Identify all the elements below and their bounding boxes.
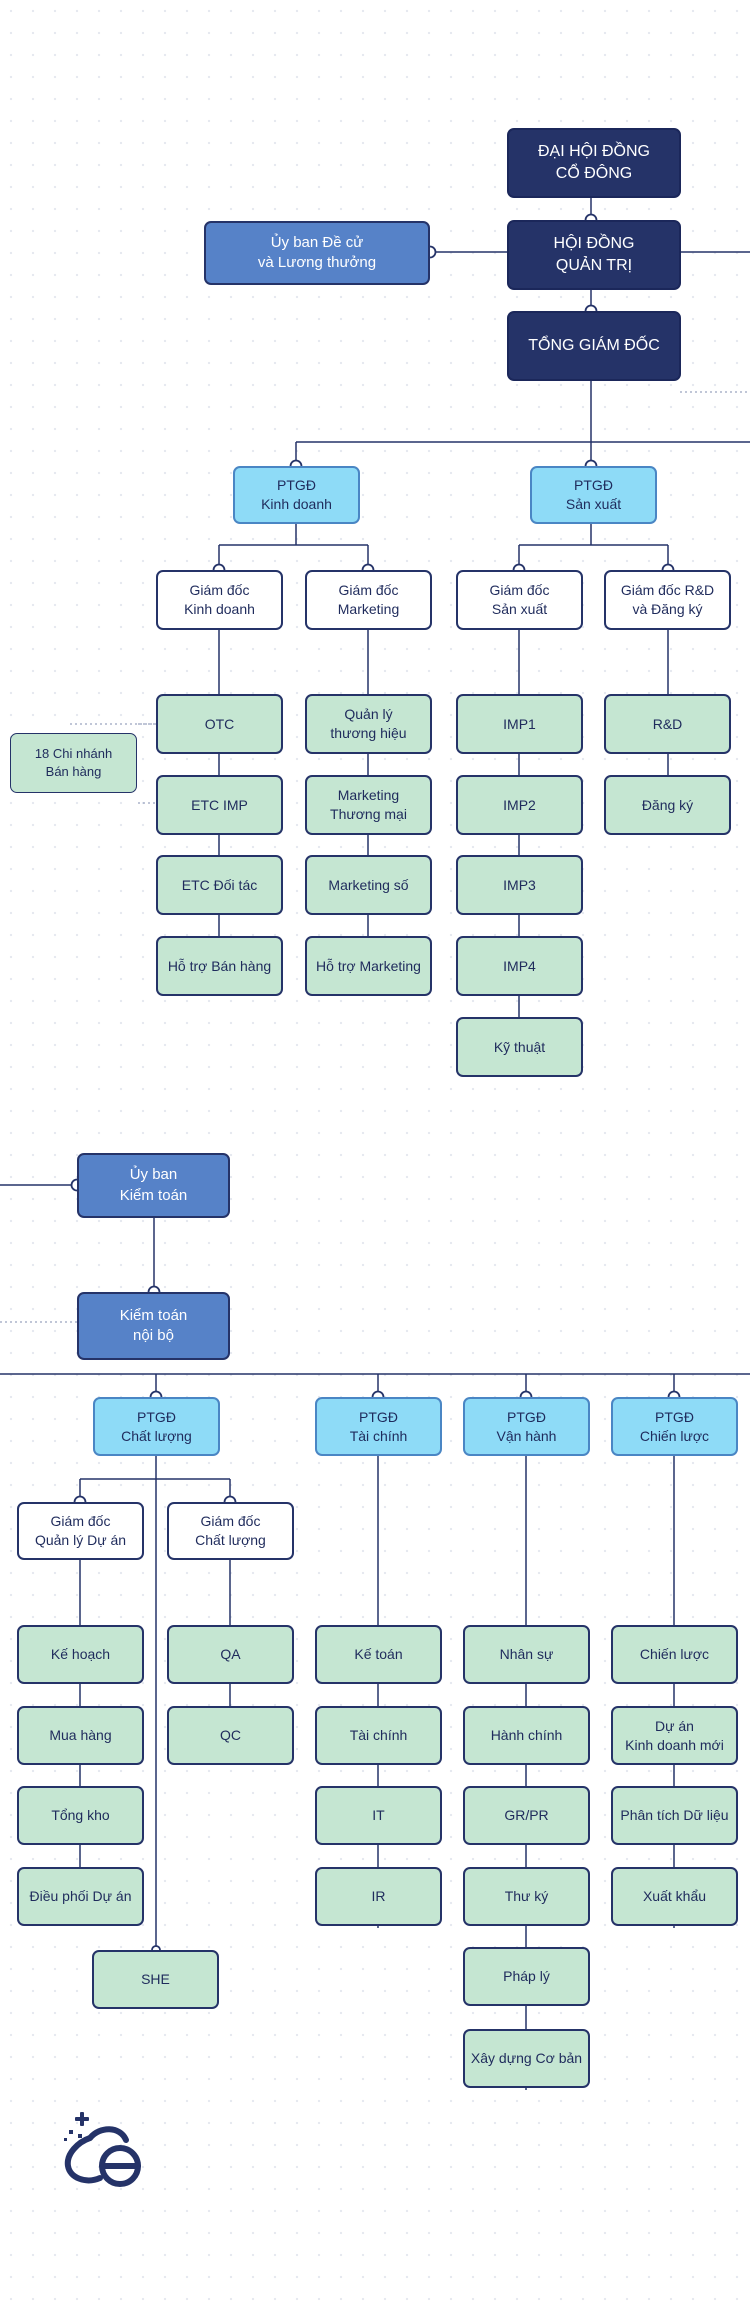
imp2-box: IMP2 [456,775,583,835]
ho-tro-marketing-box: Hỗ trợ Marketing [305,936,432,996]
tai-chinh-box: Tài chính [315,1706,442,1765]
dieu-phoi-du-an-box: Điều phối Dự án [17,1867,144,1926]
mua-hang-box: Mua hàng [17,1706,144,1765]
phap-ly-box: Pháp lý [463,1947,590,2006]
giam-doc-marketing-box: Giám đốc Marketing [305,570,432,630]
du-an-kinh-doanh-moi-box: Dự án Kinh doanh mới [611,1706,738,1765]
hoi-dong-quan-tri-box: HỘI ĐỒNG QUẢN TRỊ [507,220,681,290]
phan-tich-du-lieu-box: Phân tích Dữ liệu [611,1786,738,1845]
dang-ky-box: Đăng ký [604,775,731,835]
kiem-toan-noi-bo-box: Kiểm toán nội bộ [77,1292,230,1360]
ke-hoach-box: Kế hoạch [17,1625,144,1684]
rd-box: R&D [604,694,731,754]
imp4-box: IMP4 [456,936,583,996]
hanh-chinh-box: Hành chính [463,1706,590,1765]
imp3-box: IMP3 [456,855,583,915]
gr-pr-box: GR/PR [463,1786,590,1845]
ptgd-kinh-doanh-box: PTGĐ Kinh doanh [233,466,360,524]
imp1-box: IMP1 [456,694,583,754]
otc-box: OTC [156,694,283,754]
uy-ban-de-cu-box: Ủy ban Đề cử và Lương thưởng [204,221,430,285]
giam-doc-rd-box: Giám đốc R&D và Đăng ký [604,570,731,630]
she-box: SHE [92,1950,219,2009]
marketing-thuong-mai-box: Marketing Thương mại [305,775,432,835]
giam-doc-chat-luong-box: Giám đốc Chất lượng [167,1502,294,1560]
ke-toan-box: Kế toán [315,1625,442,1684]
xuat-khau-box: Xuất khẩu [611,1867,738,1926]
it-box: IT [315,1786,442,1845]
ptgd-van-hanh-box: PTGĐ Vận hành [463,1397,590,1456]
qc-box: QC [167,1706,294,1765]
capsule-logo-icon [64,2112,141,2187]
ptgd-chat-luong-box: PTGĐ Chất lượng [93,1397,220,1456]
nhan-su-box: Nhân sự [463,1625,590,1684]
ho-tro-ban-hang-box: Hỗ trợ Bán hàng [156,936,283,996]
etc-imp-box: ETC IMP [156,775,283,835]
giam-doc-san-xuat-box: Giám đốc Sản xuất [456,570,583,630]
xay-dung-co-ban-box: Xây dựng Cơ bản [463,2029,590,2088]
dai-hoi-dong-co-dong-box: ĐẠI HỘI ĐỒNG CỔ ĐÔNG [507,128,681,198]
thu-ky-box: Thư ký [463,1867,590,1926]
ptgd-san-xuat-box: PTGĐ Sản xuất [530,466,657,524]
etc-doi-tac-box: ETC Đối tác [156,855,283,915]
quan-ly-thuong-hieu-box: Quản lý thương hiệu [305,694,432,754]
marketing-so-box: Marketing số [305,855,432,915]
chi-nhanh-ban-hang-box: 18 Chi nhánh Bán hàng [10,733,137,793]
tong-kho-box: Tổng kho [17,1786,144,1845]
giam-doc-kinh-doanh-box: Giám đốc Kinh doanh [156,570,283,630]
ptgd-tai-chinh-box: PTGĐ Tài chính [315,1397,442,1456]
uy-ban-kiem-toan-box: Ủy ban Kiểm toán [77,1153,230,1218]
ky-thuat-box: Kỹ thuật [456,1017,583,1077]
chien-luoc-box: Chiến lược [611,1625,738,1684]
ptgd-chien-luoc-box: PTGĐ Chiến lược [611,1397,738,1456]
qa-box: QA [167,1625,294,1684]
giam-doc-quan-ly-du-an-box: Giám đốc Quản lý Dự án [17,1502,144,1560]
ir-box: IR [315,1867,442,1926]
tong-giam-doc-box: TỔNG GIÁM ĐỐC [507,311,681,381]
